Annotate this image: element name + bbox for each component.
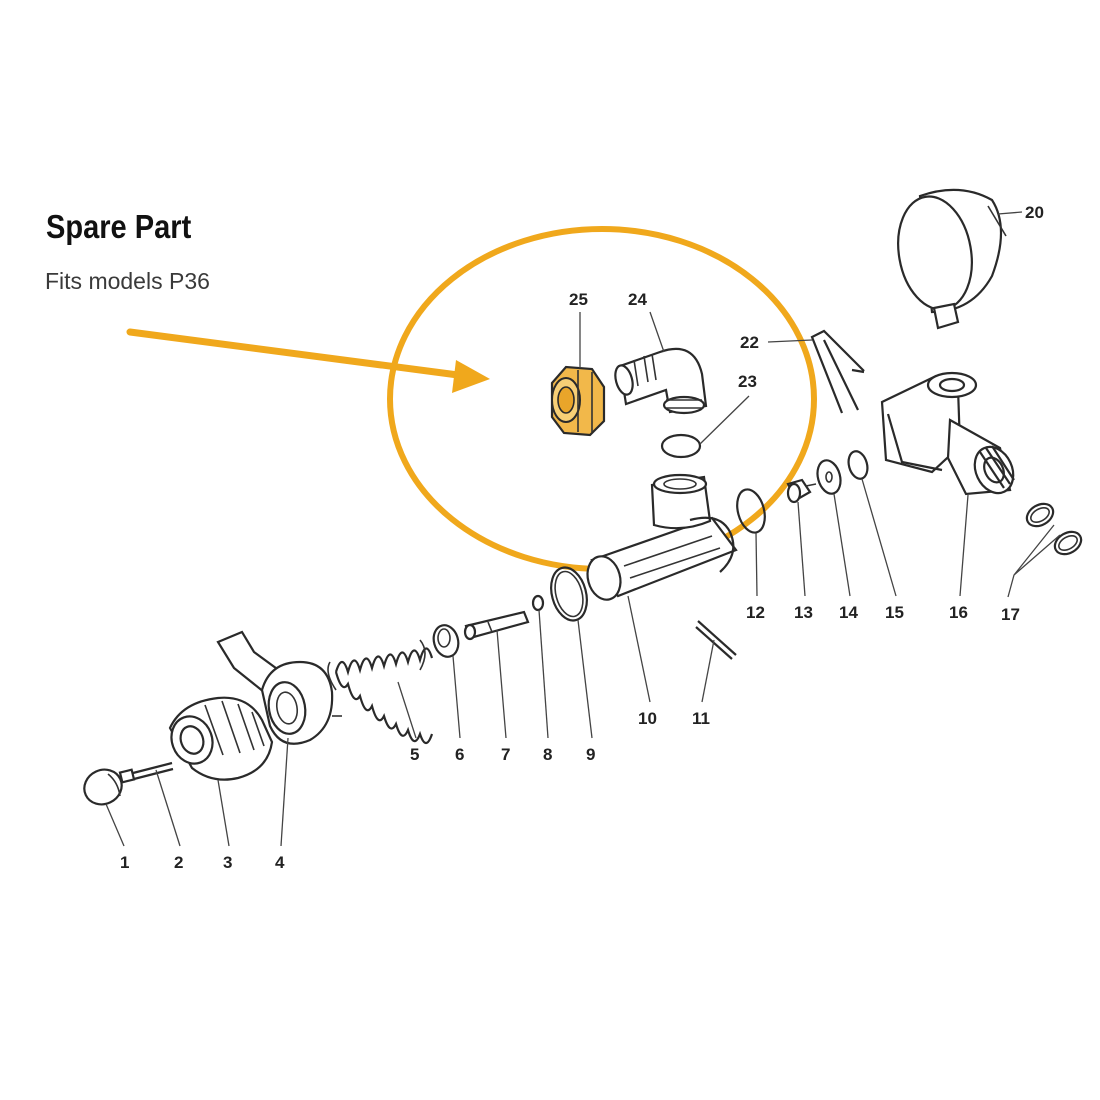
part-24-elbow-hose-fitting bbox=[614, 347, 708, 415]
part-10-valve-body bbox=[586, 473, 738, 601]
part-7-valve-pin bbox=[463, 610, 530, 641]
callout-15: 15 bbox=[885, 603, 904, 622]
callout-1: 1 bbox=[120, 853, 129, 872]
callout-16: 16 bbox=[949, 603, 968, 622]
callout-12: 12 bbox=[746, 603, 765, 622]
part-9-o-ring bbox=[550, 566, 588, 622]
part-2-screw bbox=[118, 761, 174, 784]
callout-25: 25 bbox=[569, 290, 588, 309]
callout-2: 2 bbox=[174, 853, 183, 872]
callout-8: 8 bbox=[543, 745, 552, 764]
callout-24: 24 bbox=[628, 290, 647, 309]
callout-10: 10 bbox=[638, 709, 657, 728]
part-17-o-ring-pair bbox=[1025, 502, 1083, 556]
callout-23: 23 bbox=[738, 372, 757, 391]
part-6-cup-washer bbox=[432, 624, 460, 658]
page-title: Spare Part bbox=[46, 208, 192, 245]
part-16-manifold-housing bbox=[880, 371, 1015, 496]
part-20-pressure-gauge bbox=[897, 188, 1007, 330]
part-15-o-ring bbox=[847, 450, 869, 480]
callout-22: 22 bbox=[740, 333, 759, 352]
model-compatibility: Fits models P36 bbox=[45, 268, 210, 294]
part-3-knob bbox=[168, 696, 274, 781]
part-22-u-bolt bbox=[810, 329, 865, 414]
part-25-hex-nut-highlighted bbox=[550, 365, 606, 437]
callout-5: 5 bbox=[410, 745, 419, 764]
callout-labels: 1 2 3 4 5 6 7 8 9 10 11 12 13 14 15 16 1… bbox=[120, 203, 1044, 872]
callout-3: 3 bbox=[223, 853, 232, 872]
part-14-flat-washer bbox=[816, 459, 842, 495]
highlight-arrow bbox=[126, 328, 490, 393]
part-5-spring bbox=[327, 639, 434, 745]
part-4-lever-collar bbox=[216, 630, 342, 745]
part-23-o-ring bbox=[660, 433, 702, 459]
callout-6: 6 bbox=[455, 745, 464, 764]
leader-lines bbox=[105, 211, 1061, 847]
callout-4: 4 bbox=[275, 853, 285, 872]
part-13-valve-stem bbox=[786, 478, 817, 504]
part-1-end-cap bbox=[83, 768, 123, 806]
callout-20: 20 bbox=[1025, 203, 1044, 222]
part-12-o-ring bbox=[736, 488, 766, 534]
callout-17: 17 bbox=[1001, 605, 1020, 624]
part-11-pin bbox=[695, 620, 737, 660]
part-8-small-o-ring bbox=[531, 594, 545, 612]
callout-7: 7 bbox=[501, 745, 510, 764]
callout-13: 13 bbox=[794, 603, 813, 622]
callout-9: 9 bbox=[586, 745, 595, 764]
callout-11: 11 bbox=[692, 709, 710, 728]
callout-14: 14 bbox=[839, 603, 858, 622]
